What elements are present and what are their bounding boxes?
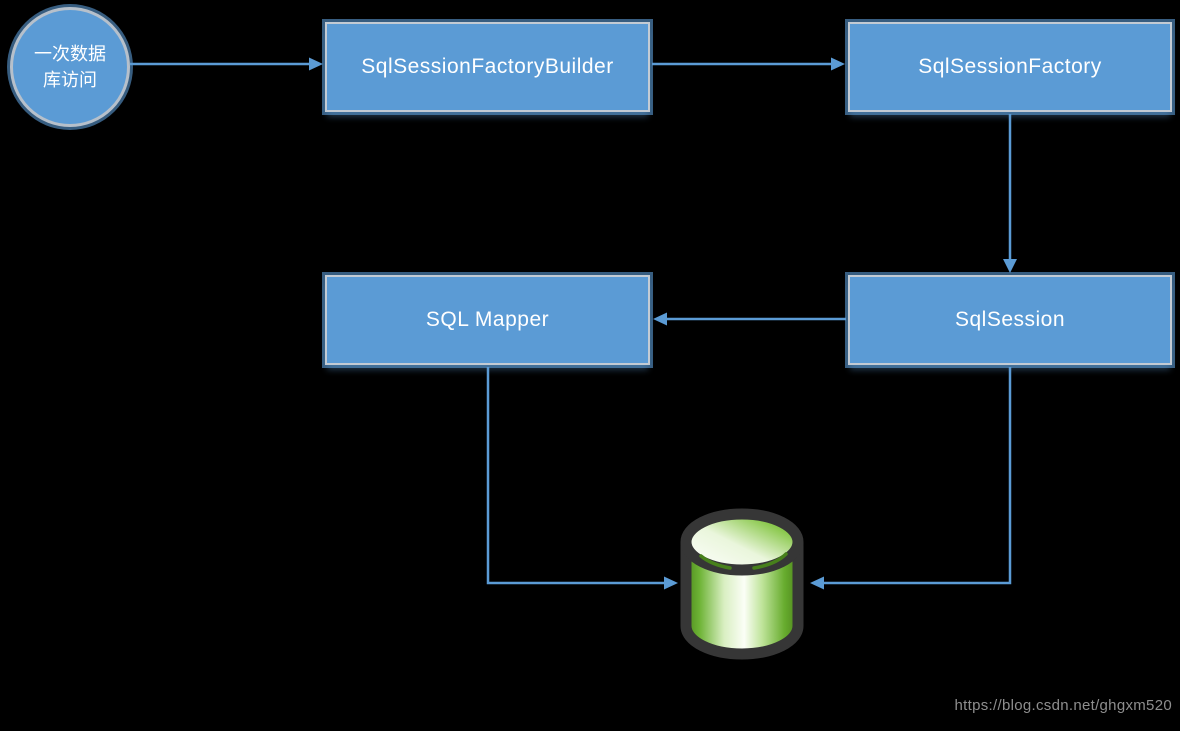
node-sqlsessionfactorybuilder: SqlSessionFactoryBuilder <box>325 22 650 112</box>
node-sql-mapper-label: SQL Mapper <box>425 308 550 331</box>
arrow-session-to-mapper <box>653 312 846 326</box>
database-rim-shade-right <box>752 552 788 570</box>
node-sqlsessionfactory-label: SqlSessionFactory <box>918 55 1102 78</box>
node-sqlsessionfactorybuilder-label: SqlSessionFactoryBuilder <box>361 55 614 78</box>
node-start-label: 一次数据 库访问 <box>34 43 106 90</box>
node-start: 一次数据 库访问 <box>10 7 130 127</box>
node-sqlsession-label: SqlSession <box>954 308 1066 331</box>
arrow-mapper-to-database <box>486 367 678 590</box>
database-rim-shade-left <box>699 554 732 570</box>
node-sqlsessionfactory: SqlSessionFactory <box>848 22 1172 112</box>
arrow-session-to-database <box>810 367 1012 590</box>
arrow-builder-to-factory <box>652 57 845 71</box>
database-cylinder-icon <box>674 504 810 668</box>
node-sqlsession: SqlSession <box>848 275 1172 365</box>
node-sql-mapper: SQL Mapper <box>325 275 650 365</box>
database-top <box>680 508 804 576</box>
arrow-factory-to-session <box>1003 114 1017 273</box>
arrow-start-to-builder <box>130 57 323 71</box>
watermark-link: https://blog.csdn.net/ghgxm520 <box>954 697 1172 714</box>
